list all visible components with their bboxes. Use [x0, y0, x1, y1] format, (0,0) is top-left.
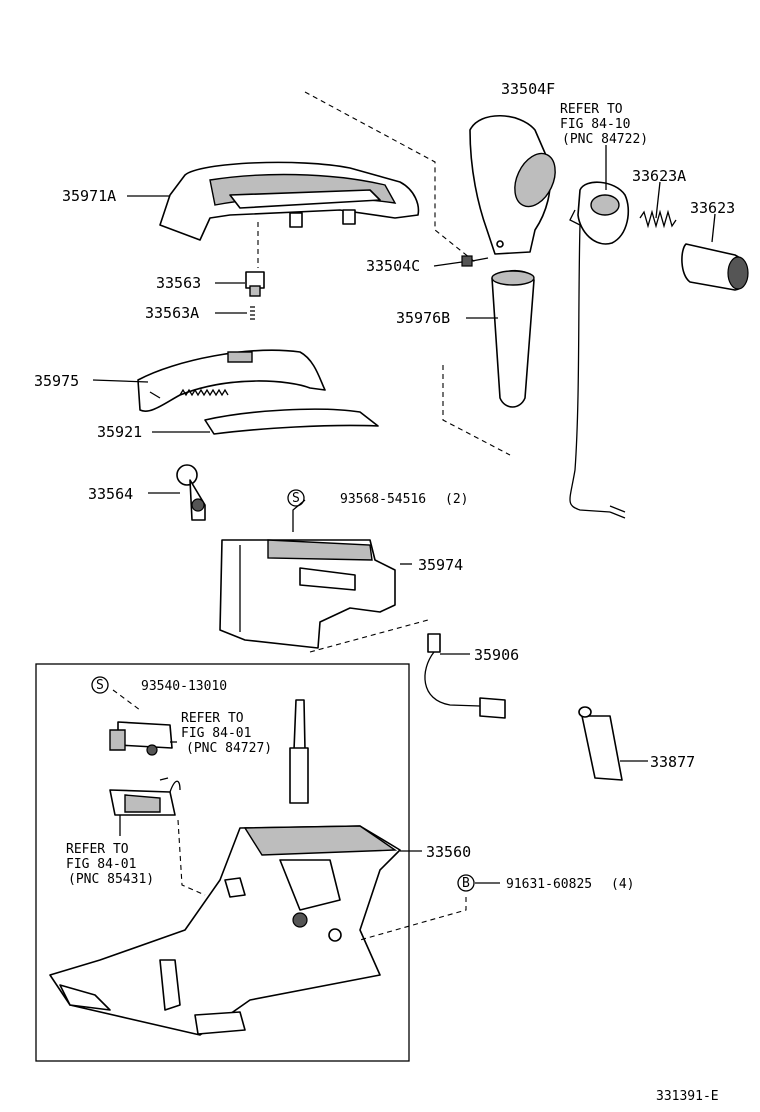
- label-card: [578, 706, 623, 781]
- label-33504C: 33504C: [366, 257, 420, 275]
- code-circle-s1: [287, 489, 305, 507]
- refer-85431-line1: REFER TO: [66, 842, 129, 857]
- label-35971A: 35971A: [62, 187, 116, 205]
- part-91631-60825: 91631-60825: [506, 877, 592, 892]
- refer-84722-line3: (PNC 84722): [562, 132, 648, 147]
- label-33623A: 33623A: [632, 167, 686, 185]
- switch-35906: [424, 633, 506, 719]
- label-35974: 35974: [418, 556, 463, 574]
- indicator-housing: [159, 161, 420, 241]
- code-s2: S: [96, 678, 104, 693]
- label-33563A: 33563A: [145, 304, 199, 322]
- label-33623: 33623: [690, 199, 735, 217]
- label-35975: 35975: [34, 372, 79, 390]
- refer-84727-line3: (PNC 84727): [186, 741, 272, 756]
- label-33877: 33877: [650, 753, 695, 771]
- label-35906: 35906: [474, 646, 519, 664]
- part-93540-13010: 93540-13010: [141, 679, 227, 694]
- screw-33504C: [461, 255, 489, 267]
- code-circle-b: [457, 874, 475, 892]
- label-35976B: 35976B: [396, 309, 450, 327]
- refer-84727-line2: FIG 84-01: [181, 726, 251, 741]
- qty-s1: (2): [445, 492, 468, 507]
- code-s1: S: [292, 491, 300, 506]
- refer-84722-line2: FIG 84-10: [560, 117, 630, 132]
- clip-33563: [245, 271, 265, 297]
- label-35921: 35921: [97, 423, 142, 441]
- lever-cover: [491, 269, 535, 408]
- refer-84727-line1: REFER TO: [181, 711, 244, 726]
- refer-85431-line3: (PNC 85431): [68, 872, 154, 887]
- shift-lever-assembly: [49, 699, 401, 1036]
- lamp-socket: [176, 464, 206, 521]
- refer-85431-line2: FIG 84-01: [66, 857, 136, 872]
- qty-b: (4): [611, 877, 634, 892]
- label-33563: 33563: [156, 274, 201, 292]
- label-33564: 33564: [88, 485, 133, 503]
- sensor-85431: [109, 777, 181, 816]
- knob-button-assembly: [569, 181, 749, 519]
- code-b: B: [462, 876, 470, 891]
- figure-id: 331391-E: [656, 1089, 719, 1104]
- slide-cover: [204, 408, 379, 435]
- label-33504F: 33504F: [501, 80, 555, 98]
- lever-assembly-frame: [35, 663, 410, 1062]
- shift-knob: [469, 114, 556, 255]
- part-93568-54516: 93568-54516: [340, 492, 426, 507]
- spring-33563A: [250, 306, 255, 320]
- code-circle-s2: [91, 676, 109, 694]
- switch-84727: [109, 721, 173, 756]
- slide-plate: [137, 349, 326, 412]
- bracket-35974: [219, 539, 396, 649]
- label-33560: 33560: [426, 843, 471, 861]
- refer-84722-line1: REFER TO: [560, 102, 623, 117]
